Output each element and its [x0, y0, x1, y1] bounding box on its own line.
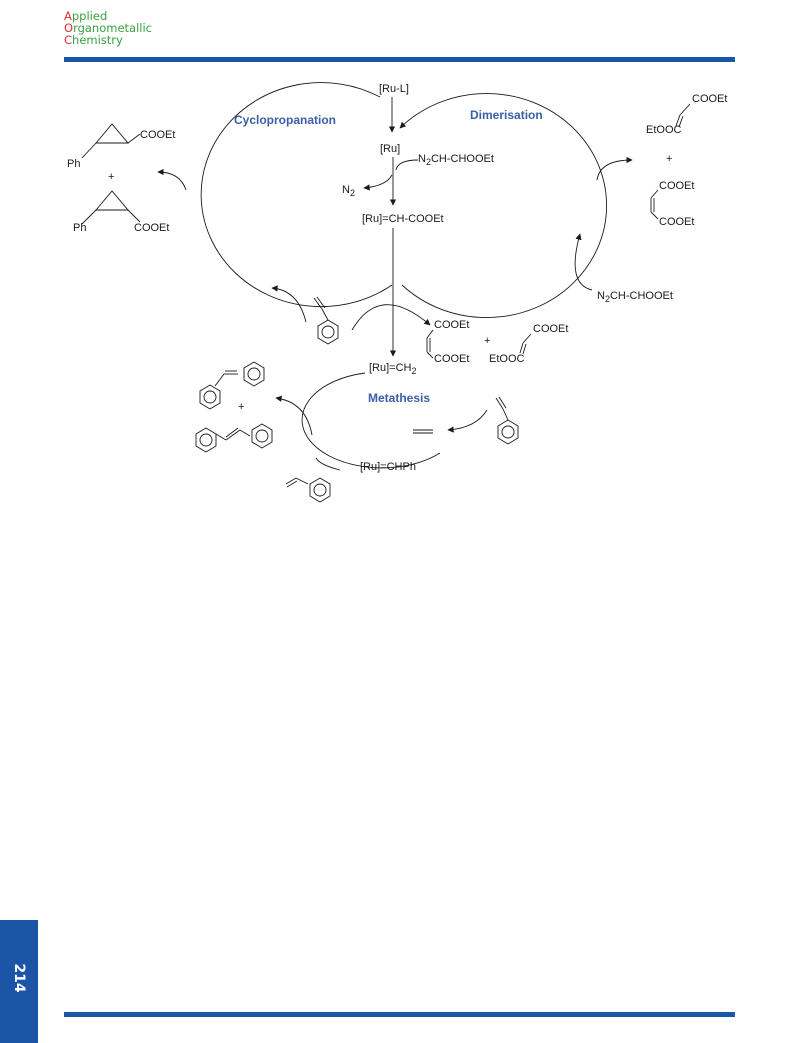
label-ph: Ph	[67, 158, 80, 170]
page-number: 214	[11, 963, 27, 993]
maleate-metathesis-product: COOEt COOEt	[426, 319, 469, 365]
styrene-molecule-metathesis	[495, 396, 519, 445]
label-cooet: COOEt	[134, 222, 169, 234]
species-ru-methylidene: [Ru]=CH2	[369, 362, 417, 376]
maleate-product: COOEt COOEt	[650, 180, 694, 228]
arrow-styrene-entry	[271, 285, 307, 323]
logo-word-applied: pplied	[71, 9, 108, 23]
fumarate-metathesis-product: COOEt EtOOC	[489, 323, 568, 365]
logo-initial-a: A	[64, 9, 72, 23]
fumarate-product: COOEt EtOOC	[646, 93, 727, 136]
label-ph: Ph	[73, 222, 86, 234]
plus-sign: +	[238, 401, 244, 413]
species-ru-benzylidene: [Ru]=CHPh	[360, 461, 416, 473]
label-etooc: EtOOC	[646, 124, 682, 136]
label-cooet: COOEt	[140, 129, 175, 141]
styrene-molecule-bottom	[285, 477, 331, 503]
arrow-cyclopropane-release	[157, 168, 187, 191]
journal-logo-line-2: Organometallic	[64, 22, 152, 34]
plus-sign: +	[666, 153, 672, 165]
styrene-molecule	[313, 296, 339, 345]
arrow-ester-release	[351, 304, 431, 331]
journal-logo-line-1: Applied	[64, 10, 152, 22]
cyclopropane-product-cis: COOEt Ph	[67, 123, 175, 170]
diazo-entry-curve	[395, 159, 419, 171]
cyclopropanation-cycle	[200, 82, 393, 308]
journal-logo: Applied Organometallic Chemistry	[64, 10, 152, 46]
label-cooet: COOEt	[434, 319, 469, 331]
metathesis-cycle	[301, 372, 441, 469]
cycle-label-metathesis: Metathesis	[368, 391, 430, 405]
species-ru-carbene: [Ru]=CH-COOEt	[362, 213, 444, 225]
page-number-tab	[0, 920, 38, 1043]
trans-stilbene-molecule	[195, 423, 273, 453]
logo-initial-c: C	[64, 33, 73, 47]
label-cooet: COOEt	[659, 216, 694, 228]
logo-word-organometallic: rganometallic	[73, 21, 153, 35]
styrene-bottom-curve	[315, 457, 341, 471]
label-cooet: COOEt	[659, 180, 694, 192]
arrow-n2-release	[363, 174, 393, 191]
header-rule	[64, 57, 735, 62]
reagent-diazoacetate: N2CH-CHOOEt	[418, 153, 494, 167]
arrow-dimer-release	[596, 156, 633, 181]
arrow-diazo-entry-right	[574, 233, 593, 291]
ethylene-molecule	[413, 429, 433, 434]
byproduct-n2: N2	[342, 184, 355, 198]
cyclopropane-product-trans: COOEt Ph	[73, 190, 169, 234]
logo-word-chemistry: hemistry	[72, 33, 123, 47]
arrow-stilbene-release	[275, 395, 313, 436]
precursor-ru-l: [Ru-L]	[379, 83, 409, 95]
dimerisation-cycle	[399, 93, 607, 318]
plus-sign: +	[484, 335, 490, 347]
species-ru: [Ru]	[380, 143, 400, 155]
plus-sign: +	[108, 171, 114, 183]
logo-initial-o: O	[64, 21, 74, 35]
label-cooet: COOEt	[434, 353, 469, 365]
reagent-diazoacetate-right: N2CH-CHOOEt	[597, 290, 673, 304]
label-etooc: EtOOC	[489, 353, 525, 365]
cycle-label-dimerisation: Dimerisation	[470, 108, 543, 122]
cis-stilbene-molecule	[199, 361, 265, 410]
cycle-label-cyclopropanation: Cyclopropanation	[234, 113, 336, 127]
journal-logo-line-3: Chemistry	[64, 34, 152, 46]
label-cooet: COOEt	[533, 323, 568, 335]
arrow-styrene-metathesis	[447, 409, 488, 433]
label-cooet: COOEt	[692, 93, 727, 105]
footer-rule	[64, 1012, 735, 1017]
